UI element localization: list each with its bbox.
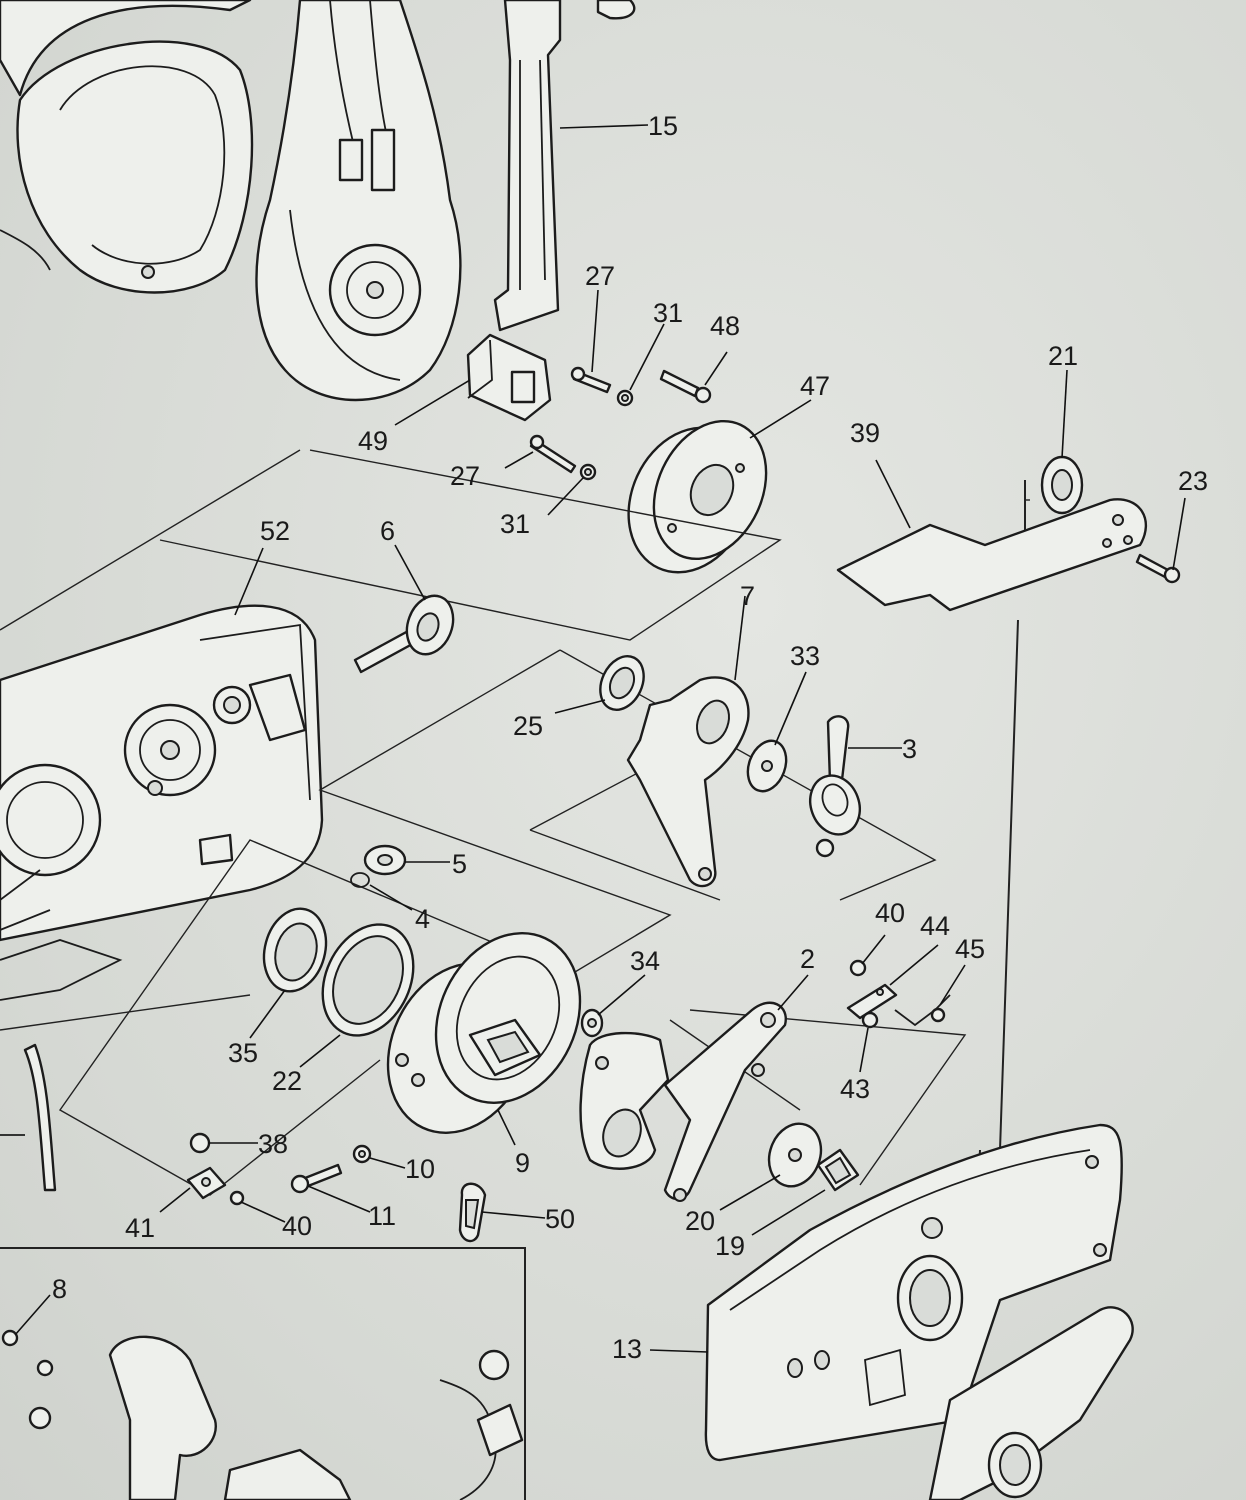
gasket-part-22 [321, 923, 415, 1037]
callout-5: 5 [452, 849, 467, 879]
assembly-guide-line [159, 449, 782, 641]
callout-2: 2 [800, 944, 815, 974]
spring-part-45 [894, 994, 951, 1027]
callout-20: 20 [685, 1206, 715, 1236]
callout-6: 6 [380, 516, 395, 546]
callout-9: 9 [515, 1148, 530, 1178]
cable-clip-part-50 [458, 1182, 487, 1243]
clip-part-4 [350, 872, 370, 888]
base-housing-part-52 [0, 604, 324, 1001]
callout-49: 49 [358, 426, 388, 456]
washer-part-31-lower [579, 463, 597, 481]
lever-arm-part-15 [493, 0, 636, 332]
callout-52: 52 [260, 516, 290, 546]
callout-41: 41 [125, 1213, 155, 1243]
callout-11: 11 [368, 1201, 396, 1231]
callout-27-lower: 27 [450, 461, 480, 491]
leader-lines [14, 124, 1186, 1353]
washer-part-31-upper [616, 389, 634, 407]
callout-40-upper: 40 [875, 898, 905, 928]
screw-part-27-lower [529, 434, 577, 474]
callout-35: 35 [228, 1038, 258, 1068]
callout-3: 3 [902, 734, 917, 764]
top-cover-part [0, 0, 254, 294]
nut-part-10 [352, 1144, 372, 1164]
screw-part-23 [1135, 553, 1181, 584]
assembly-guide-line [0, 449, 672, 1196]
ring-part-25 [599, 655, 645, 711]
bushing-part-19 [816, 1148, 860, 1192]
nut-part-40-upper [849, 959, 867, 977]
side-plate-part-13 [704, 1123, 1134, 1500]
bushing-part-43 [861, 1011, 879, 1029]
callout-50: 50 [545, 1204, 575, 1234]
washer-part-33 [746, 739, 788, 793]
callout-8: 8 [52, 1274, 67, 1304]
callout-34: 34 [630, 946, 660, 976]
callout-44: 44 [920, 911, 950, 941]
bracket-part-7 [626, 676, 750, 888]
callout-19: 19 [715, 1231, 745, 1261]
inset-detail-box [0, 1247, 526, 1500]
detent-plate-part [579, 1031, 670, 1170]
screw-part-48 [659, 369, 712, 404]
pin-part-6 [353, 594, 455, 674]
callout-4: 4 [415, 904, 430, 934]
washer-part-21 [1040, 455, 1084, 515]
callout-27-upper: 27 [585, 261, 615, 291]
callout-43: 43 [840, 1074, 870, 1104]
washer-part-5 [363, 844, 407, 876]
callout-40-lower: 40 [282, 1211, 312, 1241]
nut-part-40-lower [229, 1190, 245, 1206]
control-handle-part [255, 0, 462, 402]
detent-block-part-41 [186, 1166, 227, 1200]
screw-part-11 [290, 1163, 343, 1194]
callout-22: 22 [272, 1066, 302, 1096]
lever-plate-part-39 [836, 498, 1148, 612]
spring-plate-part-44 [846, 983, 898, 1020]
callout-48: 48 [710, 311, 740, 341]
screw-part-27-upper [570, 366, 612, 394]
callout-47: 47 [800, 371, 830, 401]
lever-pin-part-3 [809, 715, 861, 858]
callout-15: 15 [648, 111, 678, 141]
cam-part-20 [767, 1122, 823, 1188]
screw-hole [141, 265, 155, 279]
bushing-part-34 [580, 1008, 604, 1038]
callout-10: 10 [405, 1154, 435, 1184]
callout-23: 23 [1178, 466, 1208, 496]
callout-13: 13 [612, 1334, 642, 1364]
callout-labels: 15 27 31 48 47 21 39 23 49 27 31 52 6 7 … [52, 111, 1208, 1364]
ball-part-38 [189, 1132, 211, 1154]
link-arm-part-2 [663, 1001, 787, 1202]
ring-part-35 [262, 907, 328, 993]
callout-25: 25 [513, 711, 543, 741]
detent-wheel-part-9 [386, 932, 582, 1134]
callout-21: 21 [1048, 341, 1078, 371]
callout-33: 33 [790, 641, 820, 671]
callout-31-upper: 31 [653, 298, 683, 328]
disc-hub-part-47 [627, 419, 768, 574]
connector-block-part-49 [466, 333, 552, 422]
callout-39: 39 [850, 418, 880, 448]
curved-bar-part [23, 1043, 57, 1192]
callout-7: 7 [740, 581, 755, 611]
callout-45: 45 [955, 934, 985, 964]
callout-31-lower: 31 [500, 509, 530, 539]
callout-38: 38 [258, 1129, 288, 1159]
